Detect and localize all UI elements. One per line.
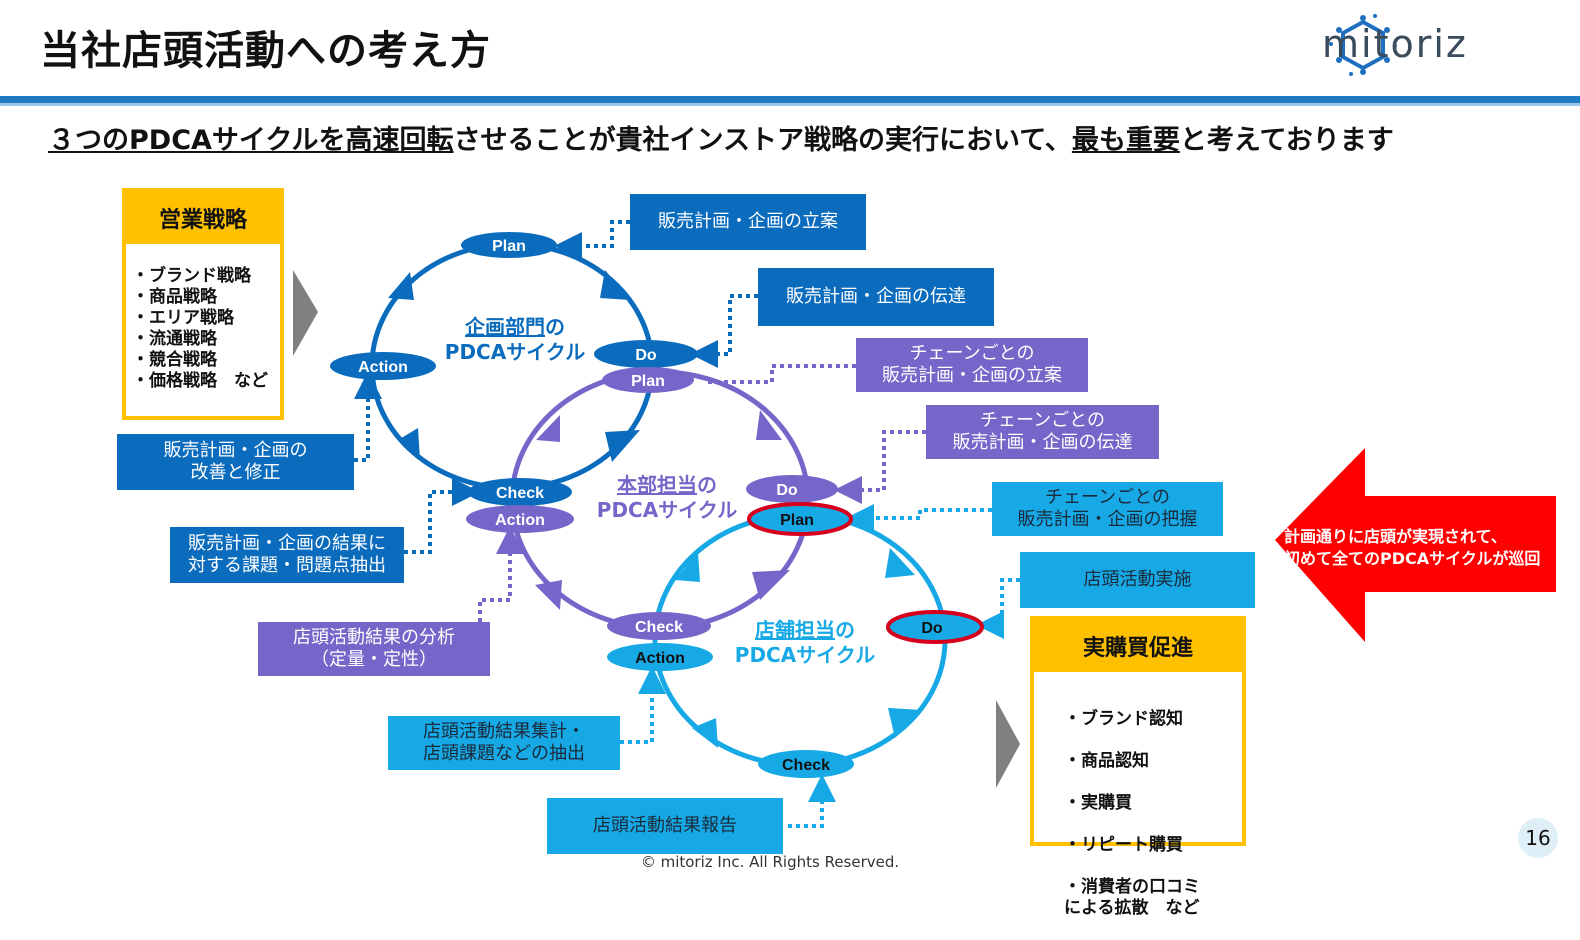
plan-sales-box: 販売計画・企画の立案: [630, 194, 866, 250]
subtitle-emphasis-2: 最も重要: [1071, 125, 1180, 156]
connector-chain-communicate: [834, 430, 926, 504]
cycle-to-purchase-chevron-icon: [996, 700, 1020, 788]
connector-plan-sales: [554, 220, 630, 260]
sales-strategy-box: 営業戦略 ブランド戦略 商品戦略 エリア戦略 流通戦略 競合戦略 価格戦略 など: [122, 188, 284, 420]
list-item: リピート購買: [1064, 835, 1200, 856]
store-nodes: [607, 502, 984, 778]
strategy-to-cycle-chevron-icon: [293, 270, 318, 356]
connector-store-activity: [976, 578, 1020, 639]
planning-do-label: Do: [635, 347, 657, 364]
list-item: 消費者の口コミ による拡散 など: [1064, 877, 1200, 919]
connector-chain-plan: [706, 364, 856, 384]
callout-arrow-icon: [1275, 448, 1556, 642]
store-cycle-arrowheads: [675, 548, 922, 748]
planning-cycle-label: 企画部門の PDCAサイクル: [430, 315, 600, 365]
planning-plan-label: Plan: [492, 238, 526, 255]
store-check-label: Check: [782, 757, 830, 774]
extract-issues-box: 販売計画・企画の結果に 対する課題・問題点抽出: [170, 527, 404, 583]
report-box: 店頭活動結果報告: [547, 798, 783, 854]
connector-aggregate: [620, 666, 666, 744]
page-number: 16: [1518, 818, 1558, 858]
callout-text: 計画通りに店頭が実現されて、 初めて全てのPDCAサイクルが巡回: [1284, 527, 1541, 568]
hq-cycle-owner-suffix: の: [697, 473, 717, 497]
sales-strategy-list: ブランド戦略 商品戦略 エリア戦略 流通戦略 競合戦略 価格戦略 など: [132, 266, 268, 392]
hq-cycle-arrowheads: [535, 410, 790, 610]
analysis-box: 店頭活動結果の分析 （定量・定性）: [258, 622, 490, 676]
hq-action-label: Action: [495, 512, 545, 529]
list-item: 価格戦略 など: [132, 371, 268, 392]
hq-plan-label: Plan: [631, 373, 665, 390]
list-item: ブランド戦略: [132, 266, 268, 287]
list-item: ブランド認知: [1064, 709, 1200, 730]
store-activity-box: 店頭活動実施: [1020, 552, 1255, 608]
planning-cycle-arrowheads: [388, 270, 640, 462]
connector-improve: [354, 371, 382, 462]
store-action-label: Action: [635, 650, 685, 667]
planning-cycle-owner: 企画部門: [465, 315, 545, 339]
pdca-diagram: Plan Do Action Check Plan Do Action Chec…: [293, 220, 1556, 828]
list-item: エリア戦略: [132, 308, 268, 329]
purchase-promotion-box: 実購買促進 ブランド認知 商品認知 実購買 リピート購買 消費者の口コミ による…: [1030, 616, 1246, 918]
header-rule: [0, 96, 1580, 103]
connector-report: [788, 774, 836, 828]
chain-plan-box: チェーンごとの 販売計画・企画の立案: [856, 338, 1088, 392]
planning-nodes: [330, 232, 698, 506]
hq-cycle-label: 本部担当の PDCAサイクル: [582, 473, 752, 523]
mitoriz-logo-icon: [1329, 14, 1397, 76]
store-cycle-name: PDCAサイクル: [734, 643, 876, 667]
planning-action-label: Action: [358, 359, 408, 376]
chain-communicate-box: チェーンごとの 販売計画・企画の伝達: [926, 405, 1159, 459]
hq-cycle-name: PDCAサイクル: [596, 498, 738, 522]
logo-text: mitoriz: [1322, 22, 1468, 66]
header-rule-light: [0, 103, 1580, 106]
subtitle-emphasis-1: ３つのPDCAサイクルを高速回転: [48, 125, 454, 156]
aggregate-box: 店頭活動結果集計・ 店頭課題などの抽出: [388, 716, 620, 770]
store-cycle-owner: 店舗担当: [755, 618, 835, 642]
hq-nodes: [466, 367, 838, 640]
store-plan-label: Plan: [780, 512, 814, 529]
connector-analysis: [478, 526, 524, 622]
copyright: © mitoriz Inc. All Rights Reserved.: [640, 853, 900, 871]
hq-check-label: Check: [635, 619, 683, 636]
page-title: 当社店頭活動への考え方: [40, 28, 491, 74]
purchase-promotion-heading: 実購買促進: [1034, 620, 1242, 672]
store-do-label: Do: [921, 620, 943, 637]
purchase-promotion-list: ブランド認知 商品認知 実購買 リピート購買 消費者の口コミ による拡散 など: [1064, 688, 1200, 940]
connector-chain-grasp: [846, 504, 992, 532]
list-item: 流通戦略: [132, 329, 268, 350]
planning-check-label: Check: [496, 485, 544, 502]
list-item: 商品認知: [1064, 751, 1200, 772]
list-item: 実購買: [1064, 793, 1200, 814]
planning-cycle-name: PDCAサイクル: [444, 340, 586, 364]
improve-box: 販売計画・企画の 改善と修正: [117, 434, 354, 490]
list-item: 競合戦略: [132, 350, 268, 371]
hq-cycle-owner: 本部担当: [617, 473, 697, 497]
sales-strategy-heading: 営業戦略: [126, 192, 280, 244]
communicate-sales-box: 販売計画・企画の伝達: [758, 268, 994, 326]
subtitle-end: と考えております: [1179, 125, 1394, 156]
planning-cycle-owner-suffix: の: [545, 315, 565, 339]
chain-grasp-box: チェーンごとの 販売計画・企画の把握: [992, 482, 1223, 536]
hq-do-label: Do: [776, 482, 798, 499]
connector-communicate-sales: [690, 294, 758, 368]
list-item: 商品戦略: [132, 287, 268, 308]
store-cycle-label: 店舗担当の PDCAサイクル: [720, 618, 890, 668]
connector-extract-issues: [404, 478, 480, 554]
subtitle: ３つのPDCAサイクルを高速回転させることが貴社インストア戦略の実行において、最…: [48, 118, 1548, 157]
store-cycle-owner-suffix: の: [835, 618, 855, 642]
subtitle-mid: させることが貴社インストア戦略の実行において、: [453, 125, 1072, 156]
